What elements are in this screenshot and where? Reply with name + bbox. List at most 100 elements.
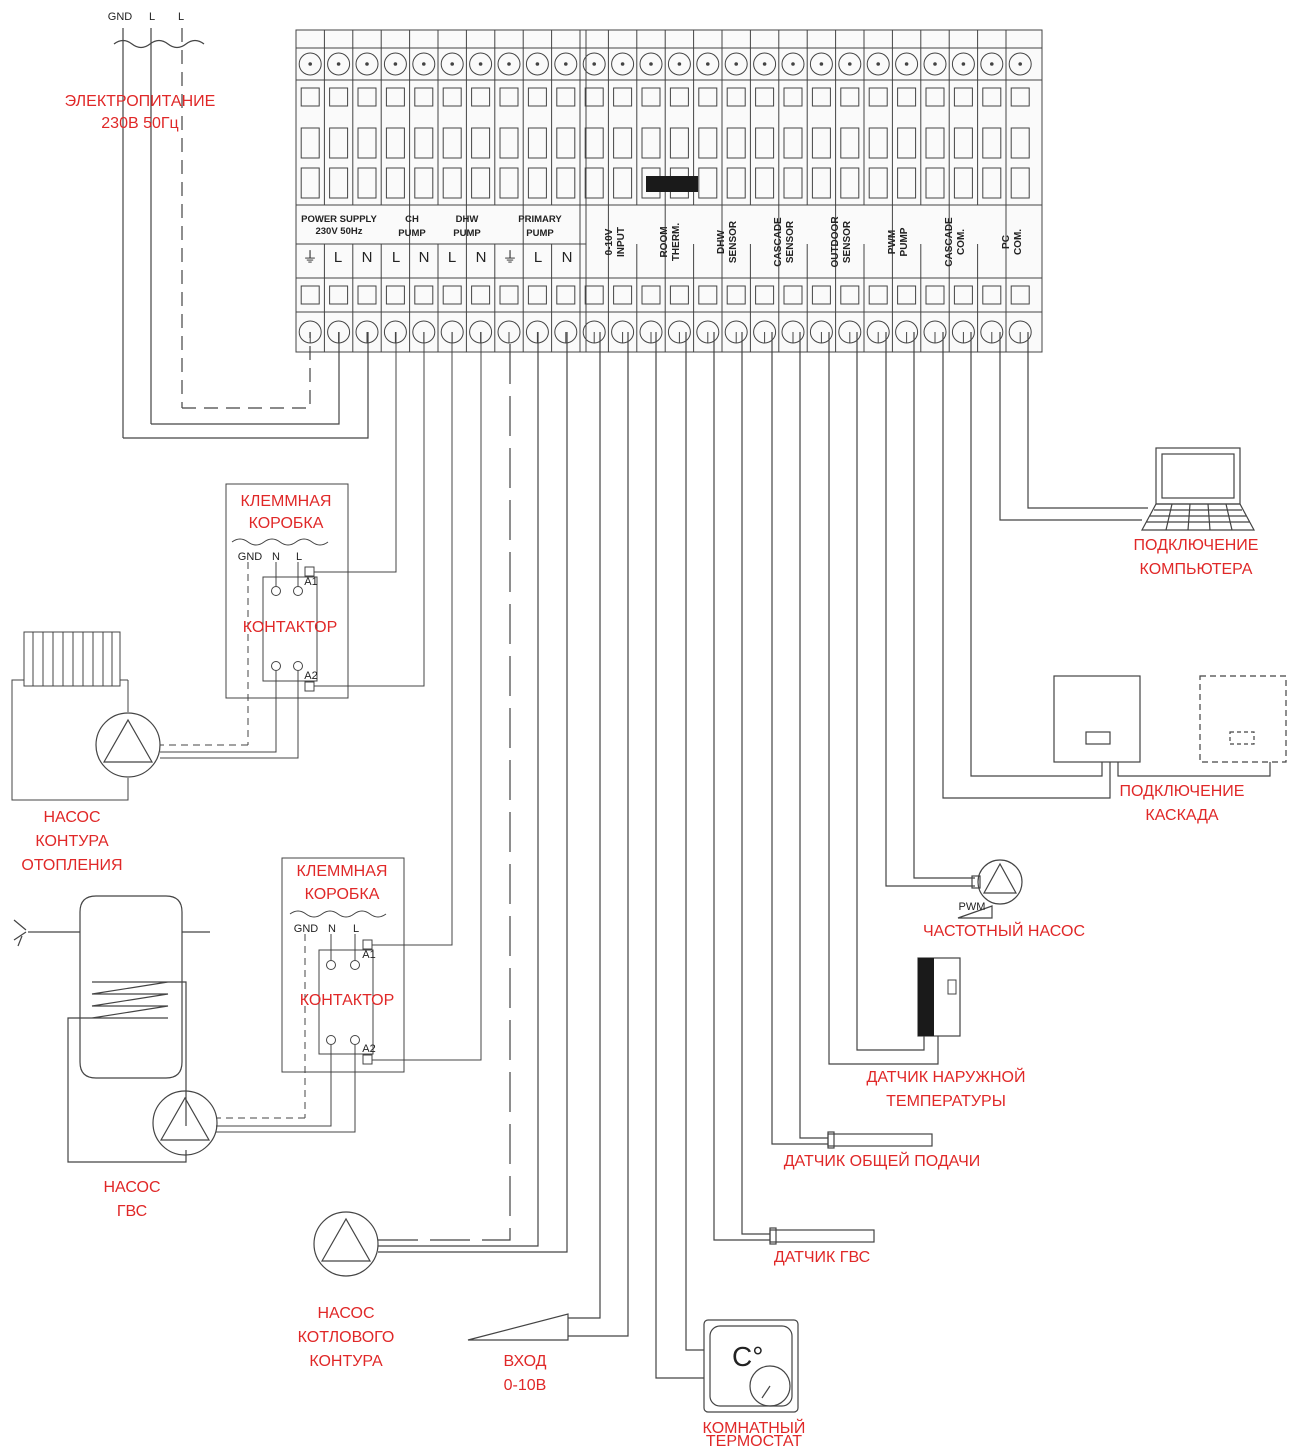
terminal-screw-dot — [819, 62, 824, 66]
terminal-screw — [383, 52, 407, 76]
tg-010-1: 0-10V — [604, 228, 615, 255]
jb1-l: L — [296, 551, 302, 563]
terminal-screw — [440, 52, 464, 76]
terminal-window — [783, 87, 803, 107]
jb2-a1: A1 — [362, 949, 375, 961]
terminal-window — [698, 127, 718, 159]
terminal-screw — [923, 52, 947, 76]
contactor-2: КОНТАКТОР — [300, 992, 395, 1009]
terminal-window — [357, 285, 377, 305]
label-jbox1-1: КЛЕММНАЯ — [241, 493, 332, 510]
jb2-gnd: GND — [294, 923, 319, 935]
terminal-screw — [696, 52, 720, 76]
terminal-window — [698, 87, 718, 107]
terminal-window — [840, 167, 860, 199]
jb2-a2: A2 — [362, 1043, 375, 1055]
terminal-screw — [611, 52, 635, 76]
faucet-icon — [13, 919, 80, 947]
terminal-window — [726, 87, 746, 107]
terminal-window — [584, 87, 604, 107]
label-primary-3: КОНТУРА — [309, 1353, 383, 1370]
terminal-window — [669, 127, 689, 159]
terminal-window — [755, 167, 775, 199]
terminal-window — [669, 285, 689, 305]
terminal-window — [556, 285, 576, 305]
jb2-l: L — [353, 923, 359, 935]
pwm-label: PWM — [959, 901, 986, 913]
terminal-window — [613, 167, 633, 199]
terminal-window — [925, 167, 945, 199]
terminal-window — [783, 285, 803, 305]
pt-9: N — [562, 249, 573, 266]
terminal-screw-dot — [308, 62, 313, 66]
controller-icon — [917, 957, 961, 1037]
jb1-a2: A2 — [304, 670, 317, 682]
outdoor-sensor-wires — [828, 332, 939, 1065]
terminal-window — [471, 285, 491, 305]
terminal-window — [641, 87, 661, 107]
label-pc-1: ПОДКЛЮЧЕНИЕ — [1134, 537, 1259, 554]
jb1-a1: A1 — [304, 576, 317, 588]
tg-casc-2: SENSOR — [785, 220, 796, 263]
terminal-screw-dot — [1018, 62, 1023, 66]
tg-power-2: 230V 50Hz — [315, 226, 362, 237]
terminal-window — [953, 127, 973, 159]
label-pc-2: КОМПЬЮТЕРА — [1140, 561, 1253, 578]
terminal-window — [897, 87, 917, 107]
terminal-screw-dot — [450, 62, 455, 66]
pwm-pump-wires — [885, 332, 993, 919]
terminal-screw-dot — [762, 62, 767, 66]
wire-l2-top: L — [178, 11, 184, 23]
terminal-window — [471, 167, 491, 199]
terminal-screw — [639, 52, 663, 76]
terminal-block — [295, 29, 1043, 353]
pt-5: L — [448, 249, 456, 266]
terminal-window — [840, 87, 860, 107]
terminal-screw — [866, 52, 890, 76]
terminal-window — [300, 127, 320, 159]
tg-casc-1: CASCADE — [773, 217, 784, 267]
tg-dhw-1: DHW — [456, 214, 479, 225]
terminal-screw — [781, 52, 805, 76]
terminal-screw — [980, 52, 1004, 76]
terminal-window — [300, 285, 320, 305]
terminal-window — [613, 127, 633, 159]
label-dhwpump-2: ГВС — [117, 1203, 147, 1220]
terminal-screw — [298, 52, 322, 76]
terminal-window — [385, 285, 405, 305]
terminal-window — [641, 127, 661, 159]
terminal-window — [755, 285, 775, 305]
terminal-window — [499, 167, 519, 199]
label-power-2: 230В 50Гц — [101, 115, 178, 132]
terminal-window — [953, 87, 973, 107]
terminal-window — [442, 167, 462, 199]
terminal-window — [414, 87, 434, 107]
terminal-screw-dot — [620, 62, 625, 66]
tank-icon — [67, 895, 210, 1163]
terminal-window — [300, 167, 320, 199]
terminal-window — [783, 127, 803, 159]
terminal-window — [811, 127, 831, 159]
label-outdoor-2: ТЕМПЕРАТУРЫ — [886, 1093, 1006, 1110]
terminal-screw-dot — [393, 62, 398, 66]
terminal-window — [584, 285, 604, 305]
terminal-window — [897, 285, 917, 305]
tg-ch-1: CH — [405, 214, 419, 225]
label-chpump-3: ОТОПЛЕНИЯ — [21, 857, 122, 874]
terminal-screw — [497, 52, 521, 76]
thermostat-jumper — [646, 176, 698, 192]
tg-dhw-2: PUMP — [453, 228, 481, 239]
terminal-screw — [724, 52, 748, 76]
terminal-window — [584, 167, 604, 199]
label-dhwsensor: ДАТЧИК ГВС — [774, 1249, 870, 1266]
terminal-window — [613, 285, 633, 305]
terminal-window — [329, 285, 349, 305]
terminal-screw-dot — [592, 62, 597, 66]
terminal-window — [982, 127, 1002, 159]
terminal-screw — [895, 52, 919, 76]
tg-dhws-1: DHW — [716, 230, 727, 254]
terminal-screw — [753, 52, 777, 76]
terminal-screw — [838, 52, 862, 76]
label-cascade-1: ПОДКЛЮЧЕНИЕ — [1120, 783, 1245, 800]
label-thermo-1: КОМНАТНЫЙ — [703, 1418, 806, 1437]
